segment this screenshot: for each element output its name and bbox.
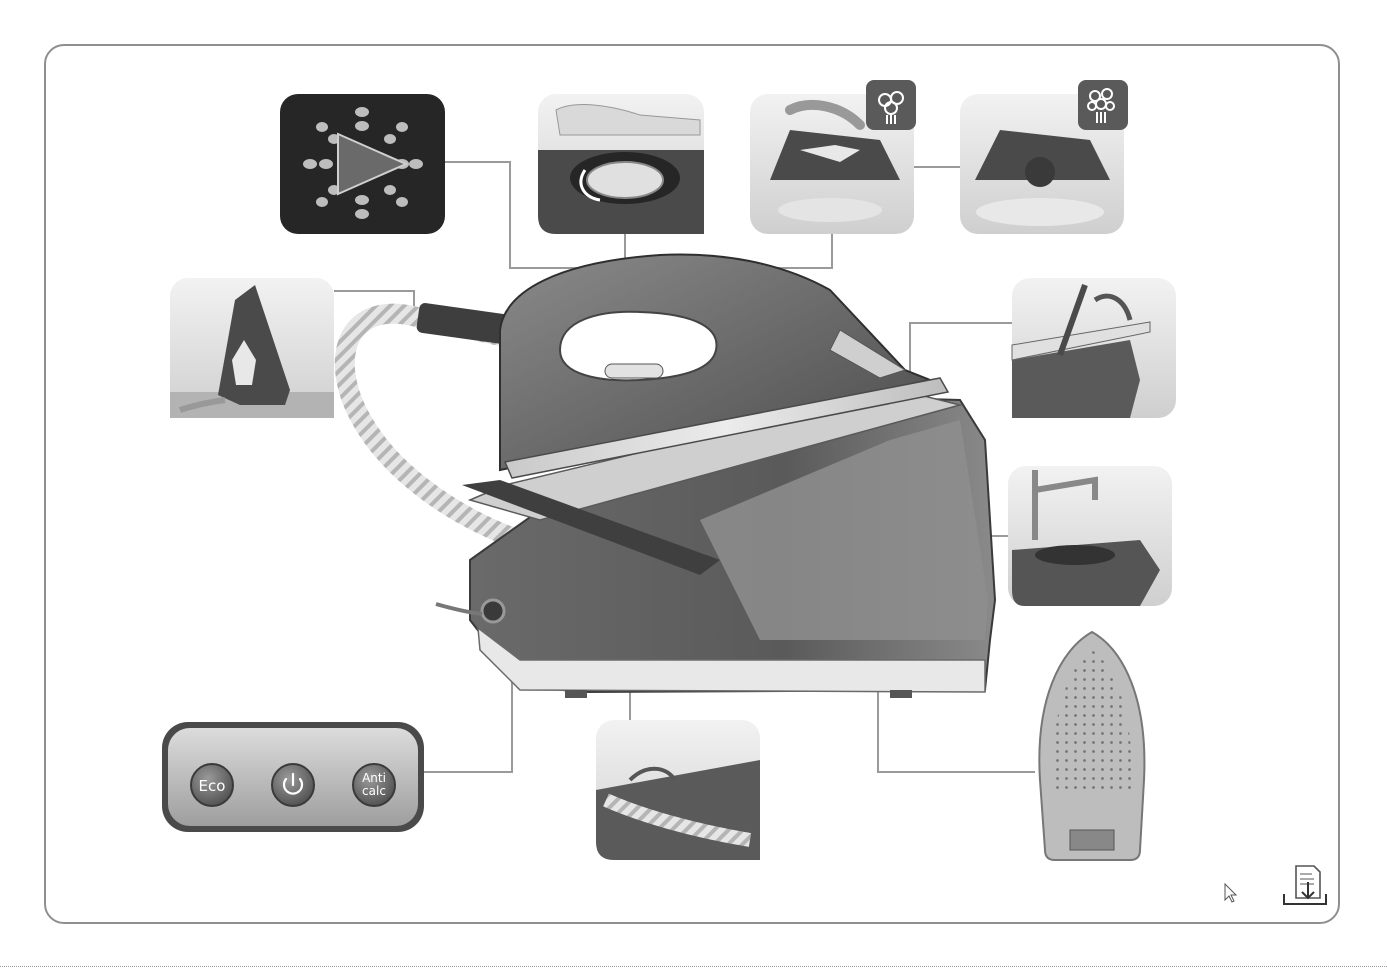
thumb-iron-lock [1012,278,1176,418]
callout-line-lock [910,323,1012,375]
download-document-icon[interactable] [1284,866,1326,904]
anticalc-label-line2: calc [362,784,386,798]
steam-boost-dot [1025,157,1055,187]
power-cord-socket [482,600,504,622]
thumb-steam [750,80,916,234]
control-panel: Eco Anti calc [162,722,424,832]
steam-high-icon [1078,80,1128,130]
thumb-thermostat [538,94,704,234]
thumb-water-tank [1008,466,1172,606]
soleplate-heel [1070,830,1114,850]
anticalc-label-line1: Anti [362,771,386,785]
thumb-indicator-light [280,94,445,234]
anticalc-button[interactable]: Anti calc [353,764,395,806]
thermostat-dial [605,364,663,378]
power-button[interactable] [272,764,314,806]
thumb-cord-storage [596,720,760,860]
soleplate-view [1039,632,1144,860]
eco-button[interactable]: Eco [191,764,233,806]
thumb-iron-parking [170,278,334,418]
thermostat-dial-closeup [587,162,663,198]
foot-left [565,690,587,698]
foot-right [890,690,912,698]
thumb-steam-boost [960,80,1128,234]
eco-button-label: Eco [199,777,226,795]
hose-connector [416,302,509,344]
bottom-dotted-rule [0,966,1387,969]
steam-station [345,254,995,698]
mouse-cursor-icon [1225,884,1236,902]
